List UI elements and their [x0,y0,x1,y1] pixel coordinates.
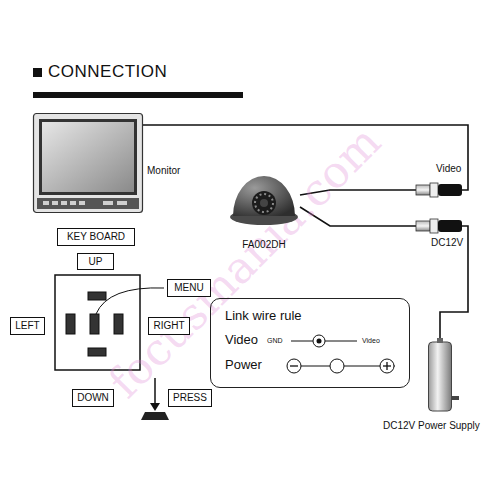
key-label: MENU [174,282,203,294]
monitor-figure: Monitor [33,113,143,213]
power-plug [416,219,462,233]
signal-name: Video [225,333,258,348]
cable [300,207,468,338]
title-bullet [33,68,42,77]
signal-name: Power [225,358,262,373]
pin-name: GND [267,337,283,345]
key-label: PRESS [173,392,207,404]
video-plug [416,183,462,197]
key-label: UP [89,256,103,268]
title-bar [33,92,243,98]
press-arrow [141,378,169,420]
cable [143,125,468,195]
camera-model: FA002DH [242,239,285,251]
camera-figure: FA002DH [228,165,300,227]
key-label: RIGHT [153,320,184,332]
supply-label: DC12V Power Supply [383,420,480,432]
camera-figure-art [228,165,300,227]
key-box: RIGHT [148,317,190,335]
keypad-frame [55,275,140,370]
key-label: KEY BOARD [67,231,125,243]
diagram-title: CONNECTION [48,62,167,82]
power-supply-figure-art [428,338,452,412]
panel-heading: Link wire rule [225,309,302,324]
key-box: MENU [167,279,211,297]
monitor-label: Monitor [147,165,180,177]
wire-label: DC12V [431,237,463,249]
key-label: LEFT [15,320,39,332]
key-box: KEY BOARD [57,228,135,246]
pin-name: Video [362,337,380,345]
key-box: PRESS [168,389,212,407]
key-box: DOWN [72,389,114,407]
power-supply-figure: DC12V Power Supply [428,338,452,412]
keypad-keys [66,292,123,356]
key-box: LEFT [10,317,45,335]
monitor-figure-art [33,113,143,213]
wire-label: Video [436,163,461,175]
key-label: DOWN [77,392,109,404]
menu-leader [96,288,164,314]
wire-rule-panel: Link wire ruleVideo GND VideoPower [210,298,410,388]
key-box: UP [77,253,114,270]
